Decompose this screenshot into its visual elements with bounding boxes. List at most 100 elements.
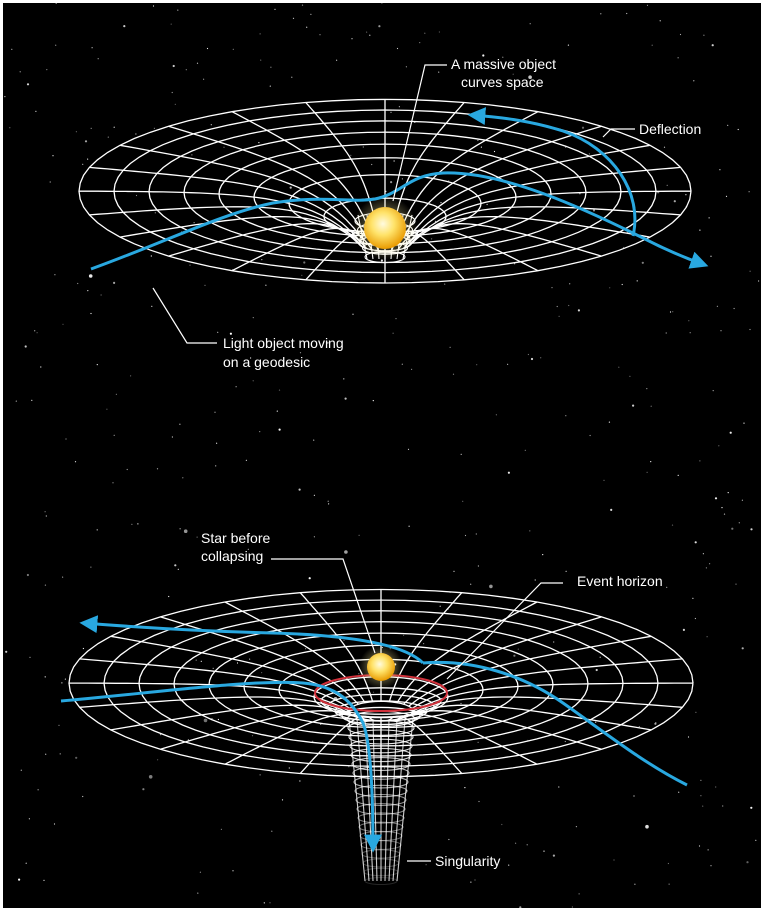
grid-spoke [391, 102, 465, 236]
star [54, 274, 56, 276]
star [197, 892, 199, 894]
tube-line [364, 718, 374, 882]
star [705, 567, 708, 569]
star [464, 787, 466, 789]
star [126, 468, 128, 471]
star [358, 534, 360, 536]
star [714, 497, 718, 500]
star [319, 34, 321, 36]
star [196, 62, 199, 64]
star [659, 20, 661, 22]
star [452, 373, 455, 375]
star [707, 849, 709, 851]
star [156, 468, 159, 470]
star [489, 584, 493, 589]
grid-spoke [411, 658, 683, 710]
star [694, 541, 697, 544]
star [36, 332, 38, 334]
star [482, 54, 485, 57]
star [148, 775, 153, 779]
star [44, 584, 47, 586]
star [556, 305, 558, 308]
star [336, 59, 338, 61]
star [470, 881, 472, 883]
grid-spoke [408, 635, 652, 707]
star [571, 906, 574, 908]
star [650, 461, 652, 463]
star [259, 774, 261, 776]
star [618, 366, 620, 368]
star [185, 69, 187, 71]
star [534, 579, 536, 581]
star [288, 767, 290, 769]
star [310, 13, 312, 15]
star [252, 317, 254, 319]
label-geodesic-2: on a geodesic [223, 354, 310, 370]
star [460, 702, 462, 705]
top-spacetime-grid [78, 98, 692, 284]
star [157, 759, 159, 761]
star [568, 304, 570, 307]
star [515, 842, 517, 844]
star [130, 375, 132, 377]
star [269, 85, 271, 87]
star [366, 31, 368, 33]
star [235, 386, 237, 388]
star [43, 879, 45, 882]
star [716, 305, 719, 307]
star [755, 839, 757, 841]
star [646, 4, 649, 6]
star [477, 741, 479, 743]
star [721, 507, 723, 509]
label-massive-object-1: A massive object [451, 56, 556, 72]
singularity-tube [346, 710, 416, 886]
star [449, 346, 451, 348]
grid-spoke [396, 601, 538, 704]
star [715, 786, 717, 788]
star [480, 146, 482, 148]
star [350, 154, 352, 156]
tube-line [348, 718, 366, 882]
grid-spoke [410, 190, 691, 244]
star [29, 656, 31, 659]
star [58, 724, 60, 727]
star [301, 274, 303, 276]
star [306, 26, 308, 28]
star [396, 47, 399, 50]
star [575, 826, 578, 828]
star [91, 47, 93, 49]
star [82, 795, 84, 798]
tube-line [396, 718, 414, 882]
star [650, 405, 652, 407]
star [692, 597, 694, 599]
star [613, 859, 615, 861]
star [651, 581, 653, 583]
grid-spoke [110, 635, 354, 707]
star [700, 795, 702, 797]
star [312, 740, 314, 743]
star [439, 605, 441, 607]
star [529, 23, 531, 25]
star [183, 529, 188, 533]
star [558, 786, 560, 788]
star [646, 388, 648, 390]
illustration-frame: A massive object curves space Deflection… [3, 3, 761, 908]
star [633, 795, 635, 797]
star [200, 660, 202, 662]
star [578, 893, 580, 895]
star [565, 415, 567, 417]
star [90, 312, 92, 315]
star [477, 139, 479, 142]
star [260, 59, 262, 61]
star [34, 330, 36, 332]
star [419, 42, 421, 44]
star [259, 33, 261, 35]
star [699, 460, 701, 462]
star [393, 160, 395, 162]
star [731, 527, 734, 530]
star [711, 44, 714, 47]
star [212, 667, 214, 669]
star [703, 34, 705, 36]
star [687, 736, 690, 738]
star [401, 178, 403, 180]
